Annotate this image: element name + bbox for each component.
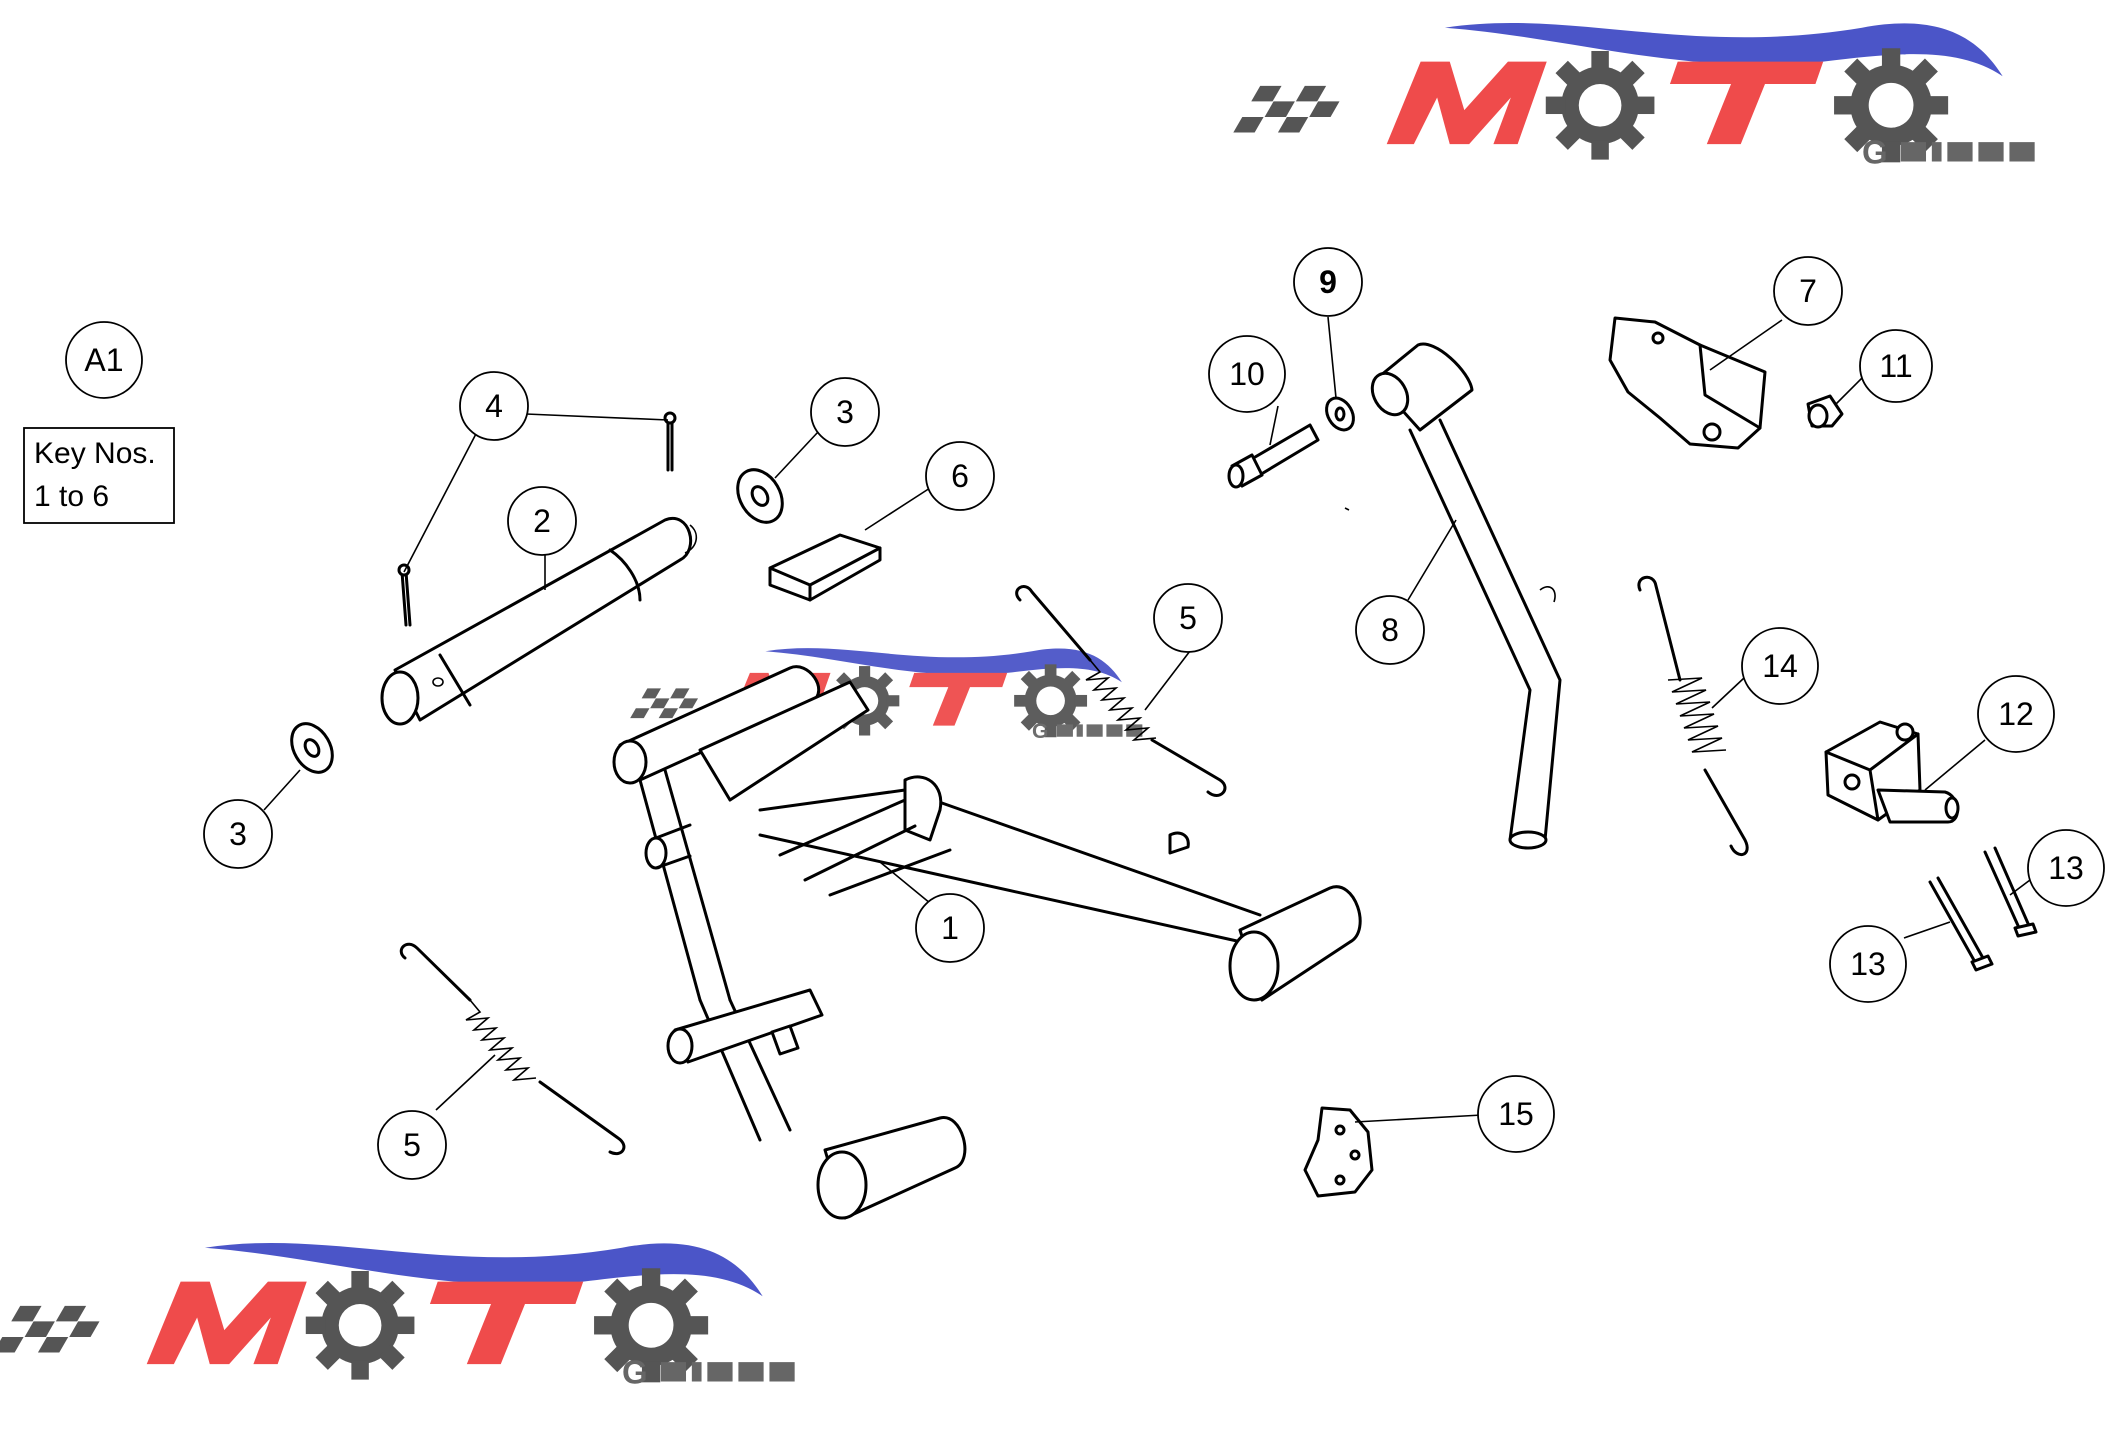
svg-text:8: 8: [1381, 612, 1399, 648]
callout-15: 15: [1477, 1075, 1555, 1153]
callout-a1: A1: [65, 321, 143, 399]
key-note-line2: 1 to 6: [34, 480, 109, 513]
callout-12: 12: [1977, 675, 2055, 753]
part-10-bolt: [1227, 423, 1320, 489]
callout-1: 1: [915, 893, 985, 963]
callout-2: 2: [507, 486, 577, 556]
part-3-washer-lower: [290, 722, 334, 774]
part-3-washer-upper: [736, 468, 784, 524]
callout-7: 7: [1773, 256, 1843, 326]
svg-text:9: 9: [1319, 264, 1337, 300]
svg-text:3: 3: [836, 394, 854, 430]
part-5-spring-lower: [399, 942, 626, 1155]
key-note-line1: Key Nos.: [34, 437, 156, 470]
svg-text:4: 4: [485, 388, 503, 424]
part-7-bracket-plate: [1608, 316, 1767, 450]
part-8-side-stand: [1344, 342, 1562, 850]
part-2-pivot-shaft: [380, 516, 698, 726]
callout-13-right: 13: [2027, 829, 2105, 907]
svg-text:10: 10: [1229, 356, 1265, 392]
svg-text:7: 7: [1799, 273, 1817, 309]
part-13-pin-left: [1928, 876, 1994, 972]
part-9-washer: [1325, 396, 1355, 432]
svg-text:13: 13: [1850, 946, 1886, 982]
part-14-spring: [1637, 575, 1749, 856]
callout-10: 10: [1208, 335, 1286, 413]
callout-leader-lines: [263, 316, 2031, 1123]
svg-text:5: 5: [1179, 600, 1197, 636]
callout-5-upper: 5: [1153, 583, 1223, 653]
svg-text:6: 6: [951, 458, 969, 494]
callout-9: 9: [1293, 247, 1363, 317]
part-6-rubber-pad: [768, 533, 882, 602]
svg-text:12: 12: [1998, 696, 2034, 732]
svg-text:A1: A1: [84, 342, 123, 378]
callout-11: 11: [1859, 329, 1933, 403]
part-13-pin-right: [1983, 846, 2038, 938]
watermark-logo-bottom-left: [0, 1243, 795, 1391]
callout-3-lower: 3: [203, 799, 273, 869]
part-11-nut: [1806, 394, 1844, 429]
svg-text:1: 1: [941, 910, 959, 946]
callout-13-left: 13: [1829, 925, 1907, 1003]
callout-4: 4: [459, 371, 529, 441]
part-15-small-bracket: [1303, 1106, 1374, 1198]
svg-text:3: 3: [229, 816, 247, 852]
callout-5-lower: 5: [377, 1110, 447, 1180]
callout-6: 6: [925, 441, 995, 511]
svg-text:13: 13: [2048, 850, 2084, 886]
callout-8: 8: [1355, 595, 1425, 665]
part-1-main-stand-frame: [612, 665, 1362, 1220]
part-12-stand-switch: [1824, 720, 1960, 824]
part-5-spring-upper: [1015, 585, 1227, 797]
part-4-split-pin-upper: [663, 411, 677, 472]
svg-text:5: 5: [403, 1127, 421, 1163]
svg-text:14: 14: [1762, 648, 1798, 684]
svg-text:11: 11: [1879, 348, 1912, 384]
part-4-split-pin-lower: [397, 563, 412, 627]
watermark-logo-top-right: [1233, 23, 2034, 171]
svg-text:15: 15: [1498, 1096, 1534, 1132]
callout-3-upper: 3: [810, 377, 880, 447]
callout-14: 14: [1741, 627, 1819, 705]
svg-text:2: 2: [533, 503, 551, 539]
key-note-box: Key Nos. 1 to 6: [23, 427, 175, 524]
